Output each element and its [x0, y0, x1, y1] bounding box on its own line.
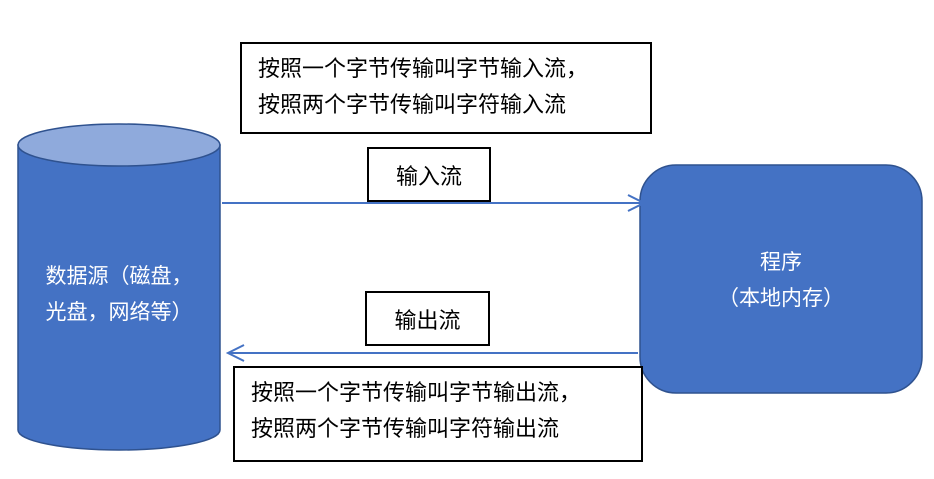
cylinder-top [17, 123, 221, 167]
program-label-line2: （本地内存） [718, 286, 844, 310]
output-stream-note-line1: 按照一个字节传输叫字节输出流， [251, 381, 582, 406]
program-node [639, 164, 923, 394]
output-stream-note: 按照一个字节传输叫字节输出流， 按照两个字节传输叫字符输出流 [233, 366, 643, 462]
program-label: 程序 （本地内存） [640, 244, 922, 316]
data-source-label-line1: 数据源（磁盘， [45, 264, 193, 288]
input-stream-note-line2: 按照两个字节传输叫字符输入流 [258, 93, 567, 118]
input-stream-note-line1: 按照一个字节传输叫字节输入流， [258, 57, 589, 82]
output-stream-label: 输出流 [365, 291, 490, 346]
cylinder-body [17, 144, 221, 451]
data-source-cylinder [17, 123, 221, 451]
input-stream-note: 按照一个字节传输叫字节输入流， 按照两个字节传输叫字符输入流 [240, 42, 652, 134]
input-stream-label: 输入流 [367, 147, 491, 202]
output-stream-note-line2: 按照两个字节传输叫字符输出流 [251, 417, 560, 442]
data-source-label: 数据源（磁盘， 光盘，网络等） [18, 258, 220, 330]
program-label-line1: 程序 [760, 250, 802, 274]
data-source-label-line2: 光盘，网络等） [45, 300, 193, 324]
